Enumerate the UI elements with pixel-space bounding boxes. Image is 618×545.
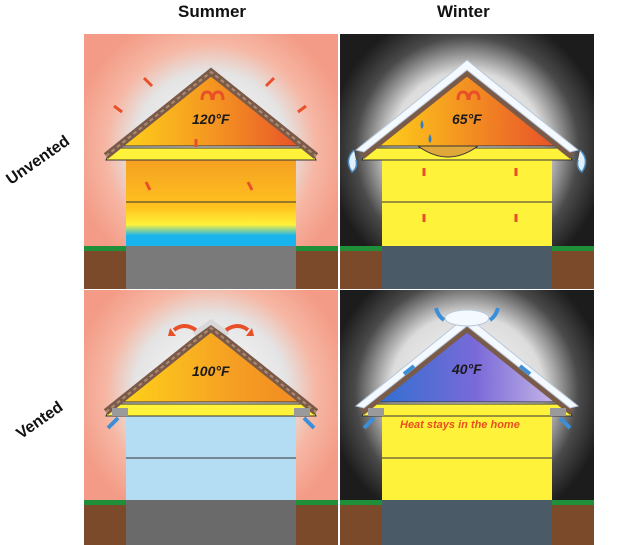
house-walls (126, 160, 296, 246)
temperature-label: 120°F (192, 111, 230, 127)
panel-vented-summer: 100°F (84, 290, 338, 545)
soffit-vent-right (550, 408, 566, 416)
icicle-right (576, 149, 587, 174)
ridge-vent (444, 309, 490, 327)
icicle-left (347, 149, 358, 174)
roof (359, 323, 575, 415)
ridge-vent (192, 318, 230, 337)
panel-unvented-winter: 65°F (340, 34, 594, 289)
insulation (105, 147, 317, 161)
temperature-label: 40°F (451, 361, 482, 377)
soffit-intake-arrows (362, 416, 572, 430)
column-label-summer: Summer (178, 2, 247, 21)
soffit-vent-left (368, 408, 384, 416)
soffit-vent-left (112, 408, 128, 416)
row-label-unvented: Unvented (3, 132, 73, 189)
insulation (361, 403, 573, 417)
heat-arrows (422, 90, 518, 222)
soffit-vent-right (294, 408, 310, 416)
temperature-label: 100°F (192, 363, 230, 379)
temperature-label: 65°F (452, 111, 482, 127)
water-drops (420, 120, 432, 143)
house-walls (382, 160, 552, 246)
insulation (105, 403, 317, 417)
ice-dam (416, 145, 480, 158)
panel-vented-winter: 40°F Heat stays in the home (340, 290, 594, 545)
roof (359, 67, 575, 159)
snow (354, 59, 580, 153)
attic-airflow-arrows (402, 364, 532, 376)
row-label-vented: Vented (13, 398, 67, 443)
column-label-winter: Winter (437, 2, 490, 21)
heat-stays-note: Heat stays in the home (400, 419, 520, 431)
ridge-exhaust-arrows (434, 307, 500, 322)
ridge-exhaust-arrows (172, 324, 250, 332)
heat-arrows (113, 76, 307, 191)
panel-unvented-summer: 120°F (84, 34, 338, 289)
soffit-intake-arrows (106, 416, 316, 430)
